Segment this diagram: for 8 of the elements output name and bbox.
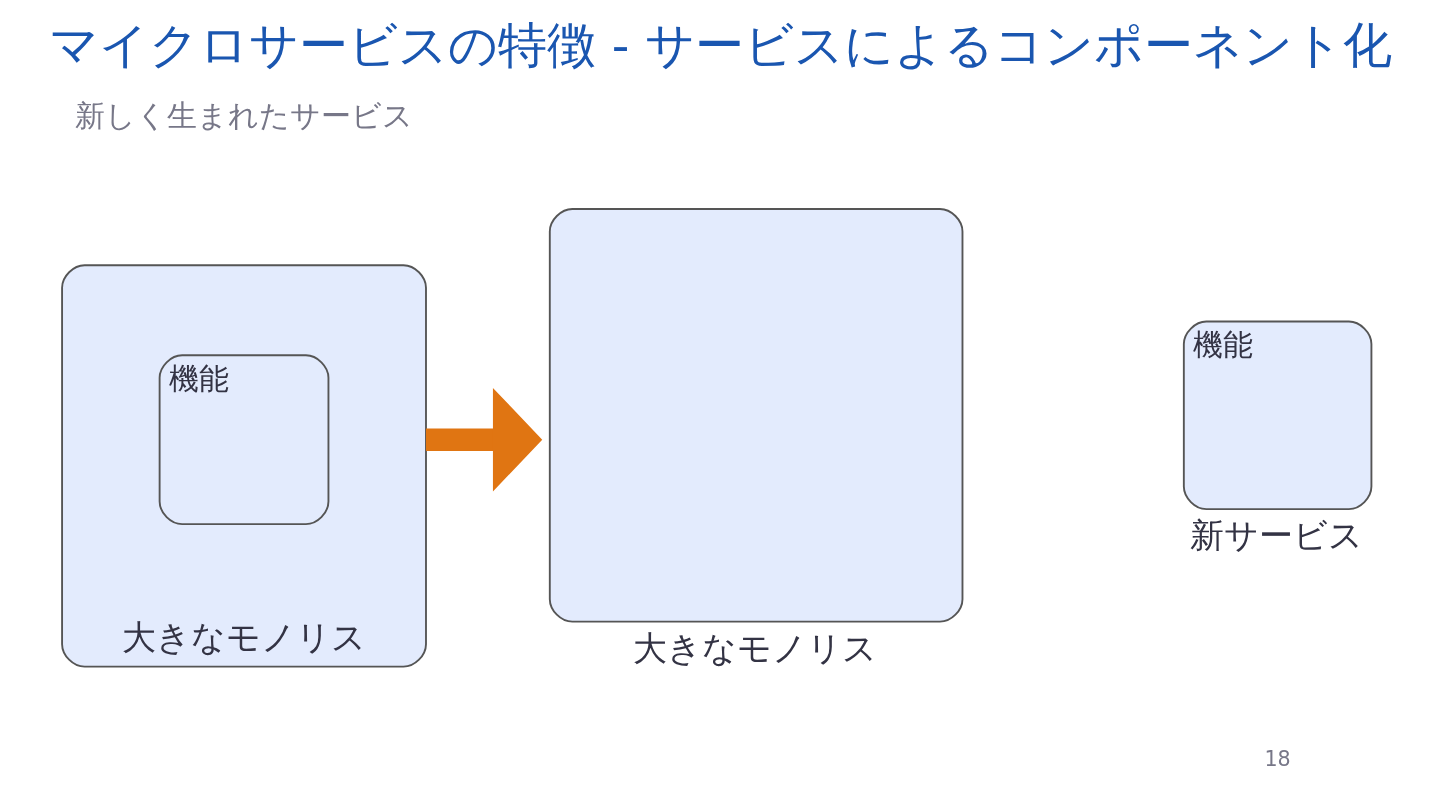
- label: 18: [1264, 746, 1291, 771]
- arrow: [425, 387, 542, 492]
- node-label: 大きなモノリス: [632, 628, 877, 668]
- node-label: 大きなモノリス: [121, 617, 366, 657]
- diagram-title: マイクロサービスの特徴 - サービスによるコンポーネント化: [48, 17, 1392, 75]
- cluster: [60, 264, 427, 668]
- node-label: 新サービス: [1189, 516, 1363, 556]
- label: 新しく生まれたサービス: [74, 98, 413, 134]
